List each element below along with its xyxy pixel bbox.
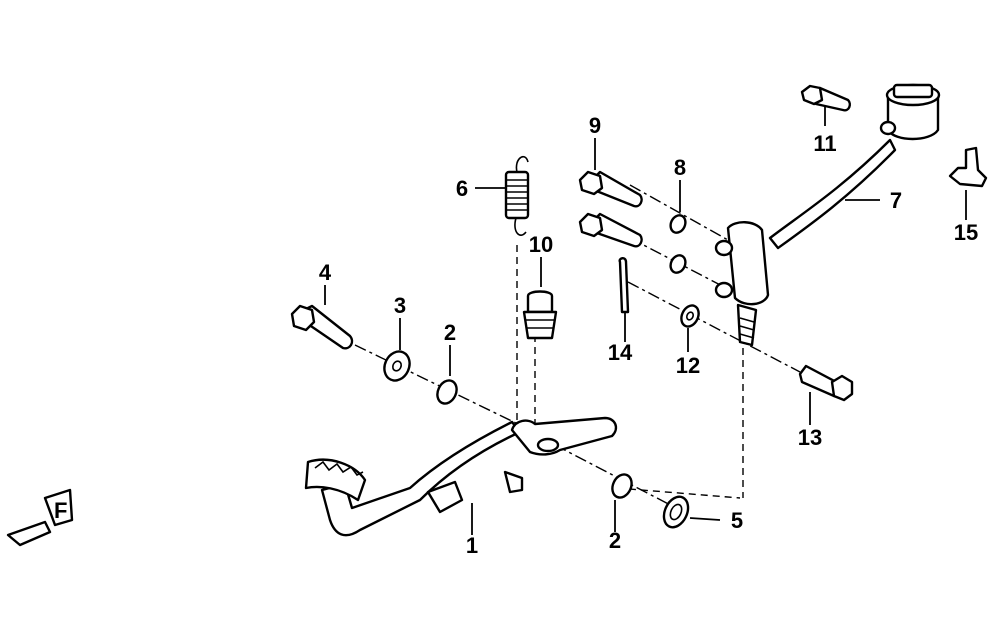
sealing-washers [669, 214, 687, 274]
callout-labels: 1 2 2 3 4 5 6 7 8 9 10 11 12 13 14 15 [319, 113, 978, 558]
master-cylinder-bolts [578, 170, 643, 248]
pivot-bolt [290, 304, 354, 350]
callout-13: 13 [798, 425, 822, 450]
thrust-washer [662, 495, 690, 529]
callout-9: 9 [589, 113, 601, 138]
return-spring [504, 156, 530, 236]
clip-bracket [948, 146, 988, 188]
callout-10: 10 [529, 232, 553, 257]
callout-3: 3 [394, 293, 406, 318]
cotter-pin [618, 257, 630, 314]
callout-2-upper: 2 [444, 320, 456, 345]
o-ring-upper [436, 379, 458, 405]
callout-15: 15 [954, 220, 978, 245]
o-ring-lower [611, 473, 633, 499]
callout-12: 12 [676, 353, 700, 378]
callout-11: 11 [813, 131, 836, 156]
reservoir-bolt [800, 84, 851, 112]
callout-7: 7 [890, 188, 902, 213]
callout-6: 6 [456, 176, 468, 201]
front-direction-mark: F [6, 488, 74, 547]
washer-small [680, 304, 700, 328]
brake-pedal [304, 416, 618, 537]
callout-8: 8 [674, 155, 686, 180]
callout-2-lower: 2 [609, 528, 621, 553]
clevis-bolt [798, 364, 854, 402]
callout-5: 5 [731, 508, 743, 533]
grease-nipple [522, 290, 558, 340]
reservoir [879, 83, 941, 141]
master-cylinder-hose [768, 138, 897, 250]
callout-4: 4 [319, 260, 332, 285]
washer [383, 350, 411, 382]
front-mark-letter: F [54, 498, 67, 523]
leader-lines [324, 106, 967, 535]
master-cylinder [714, 221, 770, 347]
callout-1: 1 [466, 533, 478, 558]
callout-14: 14 [608, 340, 633, 365]
